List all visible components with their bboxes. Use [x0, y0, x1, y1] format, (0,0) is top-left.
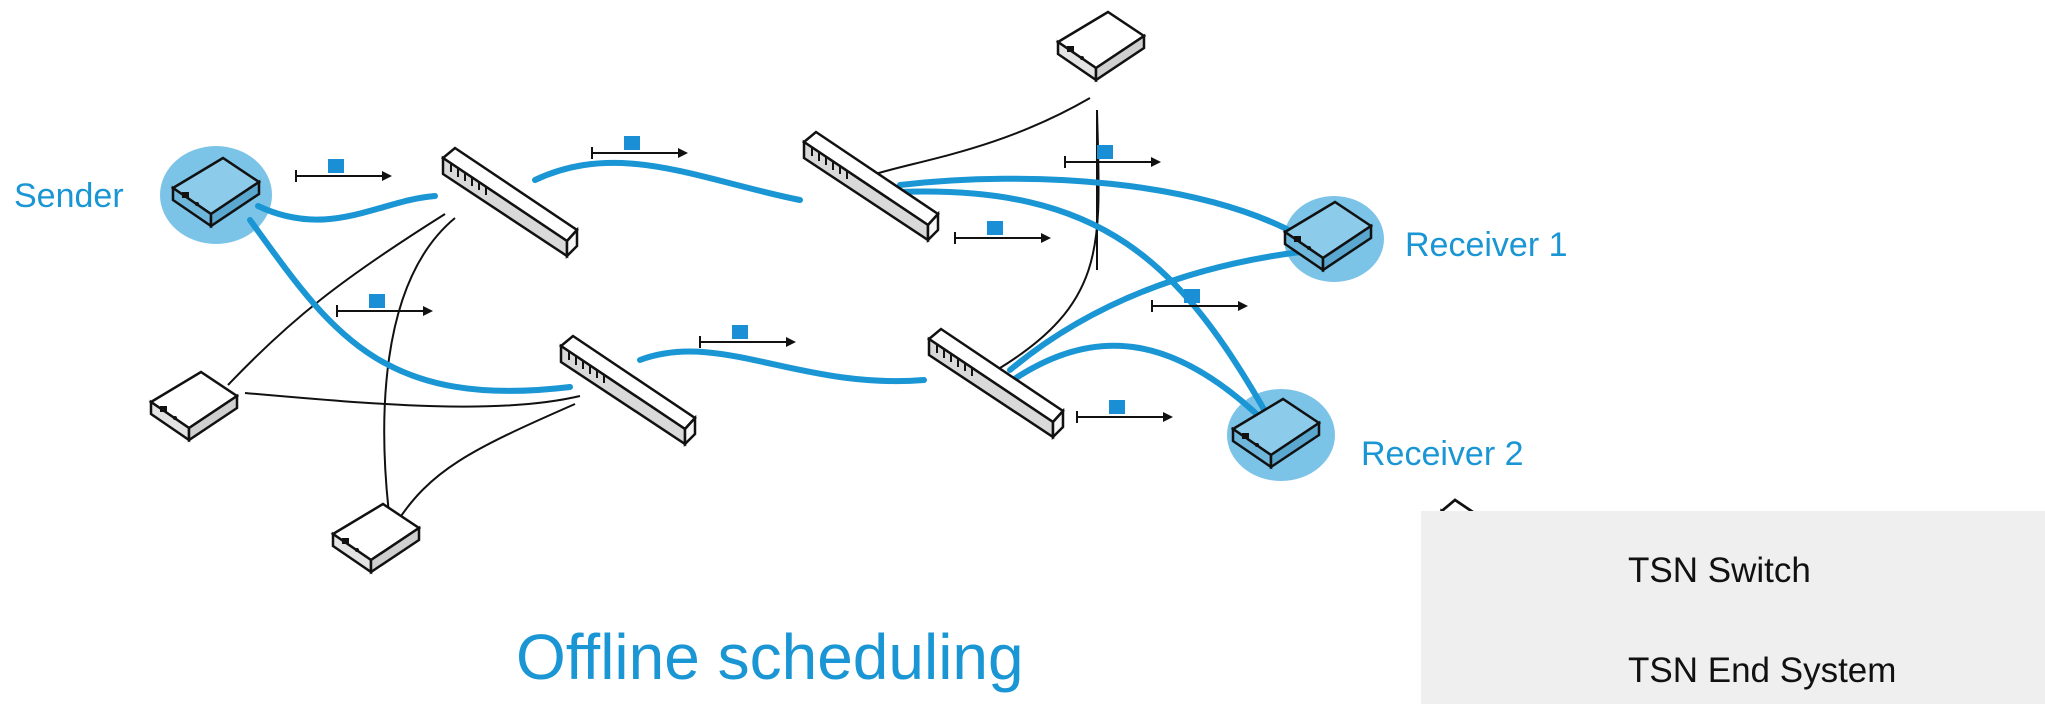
sender-label: Sender	[14, 177, 124, 215]
packet-arrow	[336, 293, 434, 318]
diagram-title: Offline scheduling	[516, 621, 1024, 693]
packet-arrow	[1076, 399, 1174, 424]
packet-arrow	[295, 158, 393, 183]
end-system-bottom	[331, 502, 421, 574]
receiver1-label: Receiver 1	[1405, 226, 1568, 264]
packet-arrow	[591, 135, 689, 160]
end-system-top	[1056, 10, 1146, 82]
packet-arrow	[699, 324, 797, 349]
legend: TSN Switch TSN End System	[1421, 511, 2045, 704]
end-system-left	[149, 370, 239, 442]
packet-arrow	[954, 220, 1052, 245]
legend-switch-label: TSN Switch	[1628, 551, 1811, 590]
receiver2-label: Receiver 2	[1361, 435, 1524, 473]
legend-end-system-label: TSN End System	[1628, 651, 1897, 690]
scheduled-paths	[247, 159, 1303, 425]
switch-1	[441, 146, 579, 258]
packet-arrow	[1064, 144, 1162, 169]
